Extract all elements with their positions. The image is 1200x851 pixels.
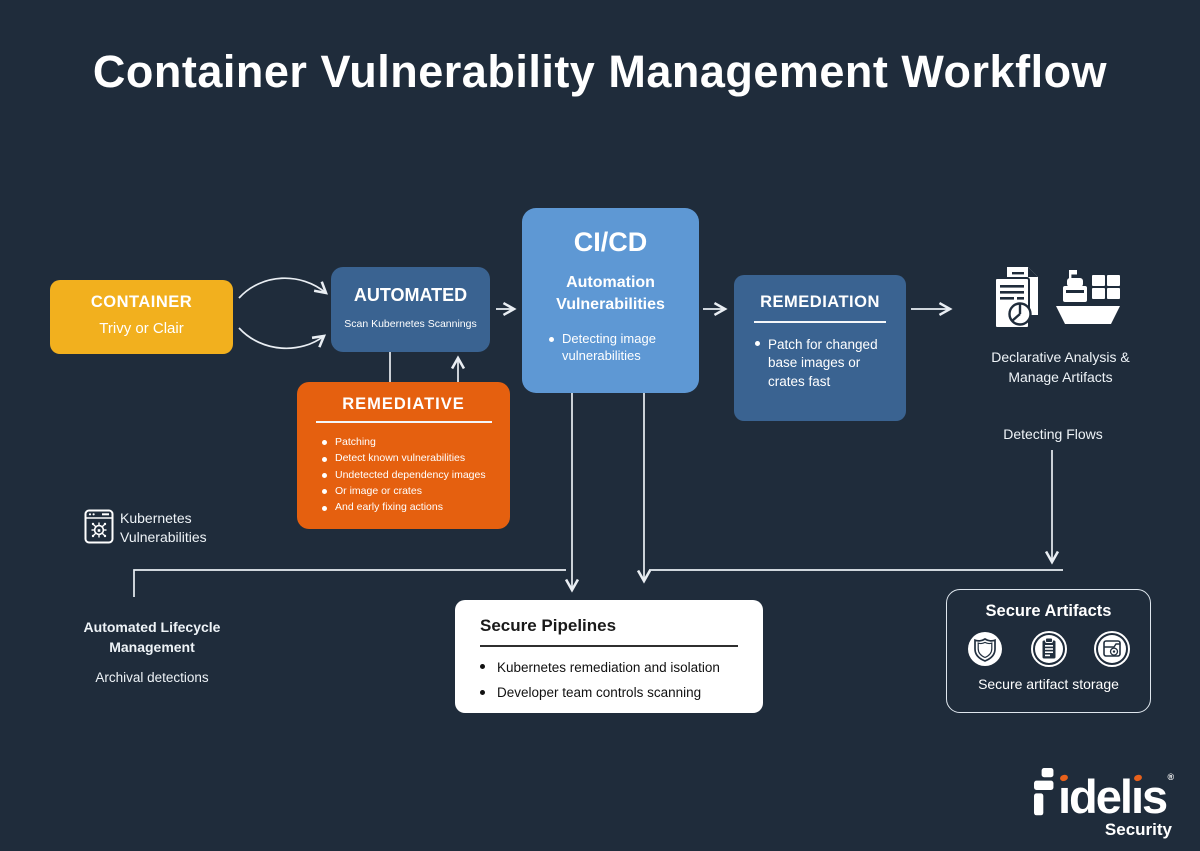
clipboard-icon	[1030, 631, 1067, 667]
remediation-bullet: Patch for changed base images or crates …	[755, 336, 898, 392]
elbow-line-to-lifecycle	[133, 569, 566, 597]
automated-node-subtitle: Scan Kubernetes Scannings	[344, 318, 477, 330]
container-node-subtitle: Trivy or Clair	[99, 320, 184, 337]
kubernetes-window-icon	[84, 509, 114, 544]
fidelis-f-mark	[1034, 768, 1054, 816]
archival-detections-label: Archival detections	[95, 670, 209, 685]
remediation-node-title: REMEDIATION	[760, 293, 880, 311]
automated-node: AUTOMATED Scan Kubernetes Scannings	[331, 267, 490, 352]
container-node: CONTAINER Trivy or Clair	[50, 280, 233, 354]
fidelis-logo: ıdelıs® Security	[1032, 768, 1175, 840]
secure-pipelines-panel: Secure Pipelines Kubernetes remediation …	[455, 600, 763, 713]
arrow-container-to-automated-top	[238, 277, 328, 299]
remediative-bullet: Undetected dependency images	[322, 469, 502, 482]
remediation-title-rule	[754, 321, 886, 323]
remediative-bullet: And early fixing actions	[322, 501, 502, 514]
logo-i-dot	[1133, 774, 1143, 783]
registered-mark: ®	[1167, 772, 1175, 783]
secure-artifacts-panel: Secure Artifacts	[946, 589, 1151, 713]
page-title: Container Vulnerability Management Workf…	[92, 46, 1108, 97]
cicd-node-title: CI/CD	[573, 227, 648, 257]
remediative-bullet: Detect known vulnerabilities	[322, 452, 502, 465]
shield-icon	[968, 632, 1002, 666]
secure-artifacts-title: Secure Artifacts	[985, 602, 1112, 620]
remediative-bullet: Patching	[322, 436, 502, 449]
declarative-artifacts-label: Declarative Analysis & Manage Artifacts	[991, 349, 1130, 386]
automated-node-title: AUTOMATED	[353, 285, 468, 305]
secure-pipelines-title-rule	[480, 645, 738, 647]
cicd-bullet: Detecting image vulnerabilities	[549, 331, 689, 365]
arrow-container-to-automated-bottom	[238, 327, 327, 350]
remediative-title-rule	[315, 421, 492, 423]
remediative-node-title: REMEDIATIVE	[342, 395, 465, 413]
logo-i-dot	[1059, 774, 1069, 783]
secure-pipelines-title: Secure Pipelines	[480, 616, 617, 635]
analysis-documents-icon	[994, 267, 1038, 329]
logo-security-label: Security	[1104, 820, 1172, 839]
remediative-bullet: Or image or crates	[322, 485, 502, 498]
automated-lifecycle-label: Automated Lifecycle Management	[83, 619, 221, 655]
remediative-node: REMEDIATIVE Patching Detect known vulner…	[297, 382, 510, 529]
cicd-node: CI/CD Automation Vulnerabilities Detecti…	[522, 208, 699, 393]
secure-artifacts-icons	[947, 630, 1150, 668]
container-node-title: CONTAINER	[90, 293, 193, 311]
remediation-node: REMEDIATION Patch for changed base image…	[734, 275, 906, 421]
secure-pipelines-bullet: Developer team controls scanning	[480, 684, 738, 702]
cicd-node-subtitle: Automation Vulnerabilities	[556, 274, 665, 313]
kubernetes-vulnerabilities-label: Kubernetes Vulnerabilities	[120, 510, 207, 545]
secure-pipelines-bullet: Kubernetes remediation and isolation	[480, 659, 738, 677]
cicd-bullet-list: Detecting image vulnerabilities	[549, 331, 689, 365]
container-ship-icon	[1056, 270, 1120, 324]
secure-pipelines-bullet-list: Kubernetes remediation and isolation Dev…	[480, 659, 738, 702]
secure-artifacts-caption: Secure artifact storage	[978, 676, 1119, 692]
remediation-bullet-list: Patch for changed base images or crates …	[755, 336, 898, 392]
detecting-flows-label: Detecting Flows	[1003, 426, 1103, 442]
archive-folder-icon	[1094, 631, 1130, 667]
remediative-bullet-list: Patching Detect known vulnerabilities Un…	[322, 436, 502, 514]
logo-wordmark-tail: ıdelıs®	[1058, 770, 1175, 824]
